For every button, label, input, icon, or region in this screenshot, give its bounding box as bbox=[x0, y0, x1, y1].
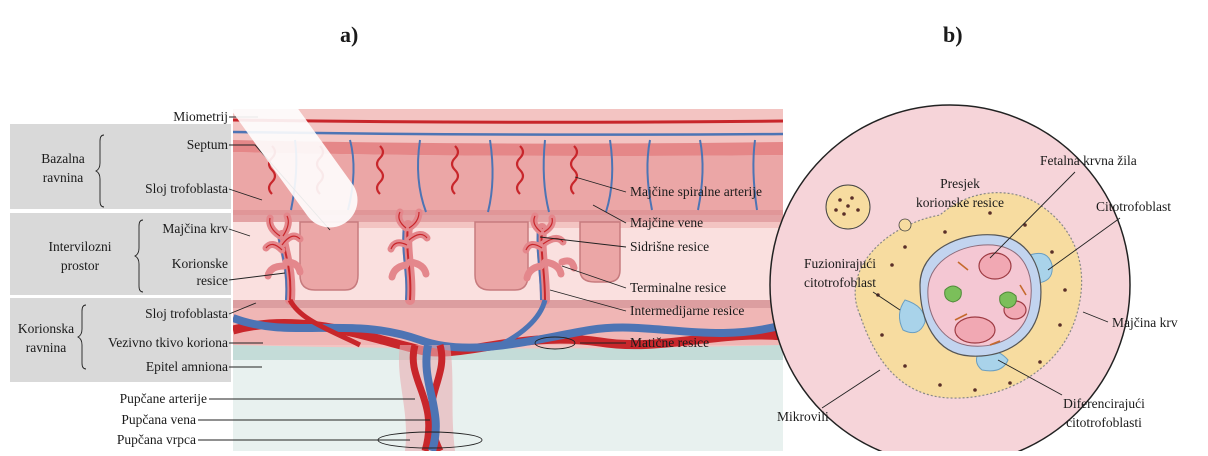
label-sloj-trofoblasta-2: Sloj trofoblasta bbox=[145, 306, 228, 321]
label-diferencirajuci-2: citotrofoblasti bbox=[1066, 415, 1142, 430]
label-diferencirajuci-1: Diferencirajući bbox=[1063, 396, 1145, 411]
group-label-korionska-2: ravnina bbox=[26, 340, 66, 355]
label-fetalna-krvna-zila: Fetalna krvna žila bbox=[1040, 153, 1137, 168]
group-label-korionska-1: Korionska bbox=[18, 321, 74, 336]
label-pupcane-arterije: Pupčane arterije bbox=[120, 391, 207, 406]
label-fuzionirajuci-2: citotrofoblast bbox=[804, 275, 876, 290]
label-intermedijarne-resice: Intermedijarne resice bbox=[630, 303, 744, 318]
group-label-bazalna-1: Bazalna bbox=[41, 151, 84, 166]
septum-2 bbox=[475, 222, 528, 290]
label-korionske-1: Korionske bbox=[172, 256, 228, 271]
label-fuzionirajuci-1: Fuzionirajući bbox=[804, 256, 876, 271]
label-citotrofoblast: Citotrofoblast bbox=[1096, 199, 1171, 214]
label-majcine-vene: Majčine vene bbox=[630, 215, 703, 230]
label-septum: Septum bbox=[187, 137, 229, 152]
label-pupcana-vrpca: Pupčana vrpca bbox=[117, 432, 196, 447]
group-label-bazalna-2: ravnina bbox=[43, 170, 83, 185]
label-maticne-resice: Matične resice bbox=[630, 335, 709, 350]
label-korionske-2: resice bbox=[197, 273, 228, 288]
label-pupcana-vena: Pupčana vena bbox=[121, 412, 196, 427]
septum-1 bbox=[300, 222, 358, 290]
label-epitel-amniona: Epitel amniona bbox=[146, 359, 228, 374]
label-majcina-krv-a: Majčina krv bbox=[162, 221, 228, 236]
label-vezivno-tkivo: Vezivno tkivo koriona bbox=[108, 335, 228, 350]
panel-letter-a: a) bbox=[340, 22, 358, 47]
label-majcina-krv-b: Majčina krv bbox=[1112, 315, 1178, 330]
group-label-intervilozni-2: prostor bbox=[61, 258, 100, 273]
label-spiralne-arterije: Majčine spiralne arterije bbox=[630, 184, 762, 199]
amniotic-space bbox=[233, 360, 783, 451]
label-sidrisne-resice: Sidrišne resice bbox=[630, 239, 709, 254]
label-terminalne-resice: Terminalne resice bbox=[630, 280, 726, 295]
label-miometrij: Miometrij bbox=[173, 109, 228, 124]
label-sloj-trofoblasta-1: Sloj trofoblasta bbox=[145, 181, 228, 196]
septum-3 bbox=[580, 222, 620, 282]
label-mikrovili: Mikrovili bbox=[777, 409, 829, 424]
group-label-intervilozni-1: Intervilozni bbox=[49, 239, 112, 254]
label-presjek-2: korionske resice bbox=[916, 195, 1004, 210]
panel-letter-b: b) bbox=[943, 22, 963, 47]
label-presjek-1: Presjek bbox=[940, 176, 980, 191]
